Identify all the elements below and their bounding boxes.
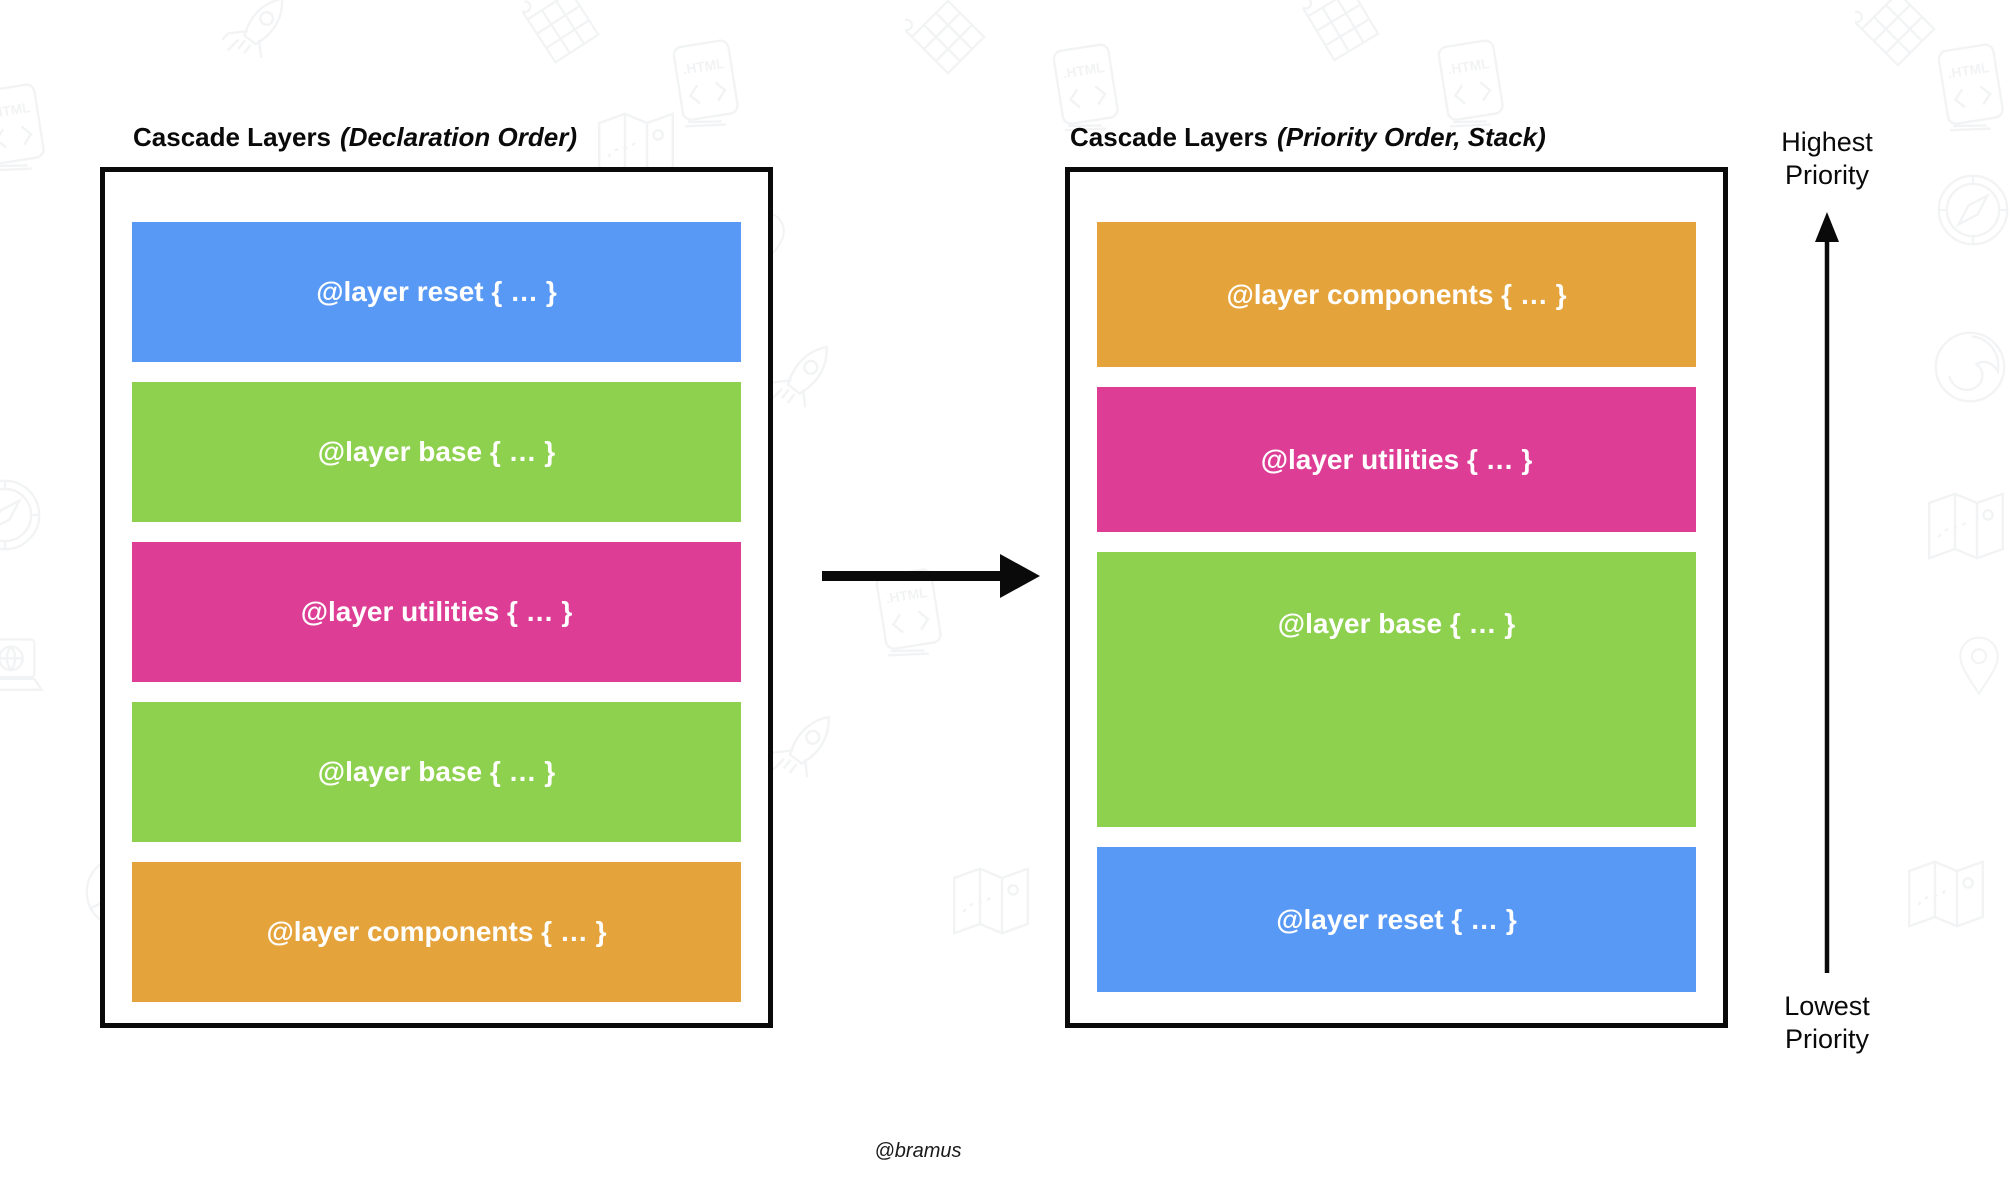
watermark-browser-swirl-icon [1934, 331, 2006, 403]
declaration-order-title: Cascade Layers (Declaration Order) [133, 122, 577, 153]
layer-bar-reset: @layer reset { … } [132, 222, 741, 362]
highest-priority-line2: Priority [1784, 160, 1869, 190]
watermark-map-icon [1928, 492, 2004, 560]
watermark-satellite-icon [1855, 0, 1936, 67]
watermark-rocket-icon [766, 703, 846, 785]
watermark-laptop-globe-icon [0, 638, 43, 691]
layer-bar-label: @layer utilities { … } [300, 596, 573, 627]
layer-bar-label: @layer base { … } [317, 756, 556, 787]
watermark-map-icon [953, 867, 1029, 935]
declaration-order-title-text: Cascade Layers [133, 122, 332, 152]
layer-bar-base: @layer base { … } [132, 702, 741, 842]
highest-priority-line1: Highest [1781, 127, 1873, 157]
highest-priority-label: Highest Priority [1735, 126, 1919, 192]
layer-bar-utilities: @layer utilities { … } [132, 542, 741, 682]
layer-bar-utilities: @layer utilities { … } [1097, 387, 1696, 532]
watermark-html-file-icon [0, 82, 48, 172]
layer-bar-label: @layer base { … } [1277, 608, 1516, 639]
layer-bar-label: @layer reset { … } [316, 276, 557, 307]
lowest-priority-label: Lowest Priority [1735, 990, 1919, 1056]
watermark-satellite-icon [1290, 0, 1388, 70]
watermark-rocket-icon [764, 333, 844, 415]
priority-axis-arrow-icon [1815, 212, 1839, 973]
layer-bar-label: @layer utilities { … } [1260, 443, 1533, 475]
declaration-order-box: @layer reset { … } @layer base { … } @laye… [100, 167, 773, 1028]
credit-handle: @bramus [874, 1140, 962, 1162]
layer-bar-base: @layer base { … } [132, 382, 741, 522]
watermark-satellite-icon [511, 0, 607, 71]
watermark-satellite-icon [905, 0, 986, 75]
watermark-html-file-icon [671, 38, 742, 128]
layer-bar-label: @layer reset { … } [1276, 903, 1517, 935]
watermark-compass-icon [0, 479, 41, 551]
watermark-html-file-icon [1436, 38, 1507, 128]
watermark-rocket-icon [221, 0, 299, 65]
watermark-html-file-icon [1936, 42, 2007, 132]
priority-order-title-text: Cascade Layers [1070, 122, 1269, 152]
flow-arrow-icon [822, 554, 1040, 598]
lowest-priority-line1: Lowest [1784, 991, 1870, 1021]
watermark-compass-icon [1937, 174, 2009, 246]
lowest-priority-line2: Priority [1784, 1024, 1869, 1054]
layer-bar-label: @layer components { … } [1226, 278, 1567, 310]
layer-bar-components: @layer components { … } [132, 862, 741, 1002]
layer-bar-components: @layer components { … } [1097, 222, 1696, 367]
priority-order-title-annotation: (Priority Order, Stack) [1277, 122, 1546, 152]
watermark-pin-icon [1959, 636, 1999, 695]
layer-bar-base: @layer base { … } [1097, 552, 1696, 827]
watermark-map-icon [1908, 860, 1984, 928]
layer-bar-label: @layer base { … } [317, 436, 556, 467]
layer-bar-label: @layer components { … } [266, 916, 607, 947]
declaration-order-title-annotation: (Declaration Order) [340, 122, 577, 152]
priority-order-box: @layer components { … } @layer utilities … [1065, 167, 1728, 1028]
priority-order-title: Cascade Layers (Priority Order, Stack) [1070, 122, 1546, 153]
layer-bar-reset: @layer reset { … } [1097, 847, 1696, 992]
